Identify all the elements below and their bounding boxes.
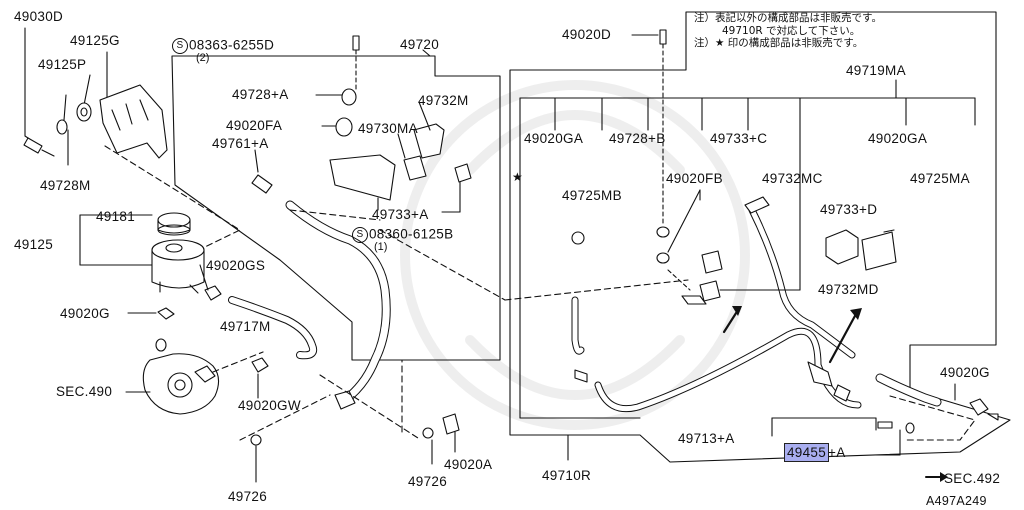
label-49125[interactable]: 49125	[14, 237, 54, 252]
label-49125G[interactable]: 49125G	[70, 33, 120, 48]
star-marker: ★	[512, 170, 524, 184]
label-49733C[interactable]: 49733+C	[710, 131, 768, 146]
high-pressure-hose-group	[171, 35, 506, 465]
label-49732MD[interactable]: 49732MD	[818, 282, 879, 297]
label-49725MB[interactable]: 49725MB	[562, 188, 622, 203]
note-block: 注）表記以外の構成部品は非販売です。 49710R で対応して下さい。 注）★ …	[694, 12, 974, 50]
label-49732MC[interactable]: 49732MC	[762, 171, 823, 186]
label-49030D[interactable]: 49030D	[14, 9, 64, 24]
label-08363-qty: (2)	[196, 52, 210, 64]
label-08360-text: 08360-6125B	[369, 226, 454, 242]
label-49725MA[interactable]: 49725MA	[910, 171, 970, 186]
label-49455A[interactable]: 49455+A	[783, 443, 846, 462]
note-line-2: 49710R で対応して下さい。	[722, 24, 861, 37]
label-08360-qty: (1)	[374, 241, 388, 253]
label-sec-490[interactable]: SEC.490	[56, 384, 113, 399]
label-49730MA[interactable]: 49730MA	[358, 121, 418, 136]
label-49733A[interactable]: 49733+A	[372, 207, 429, 222]
note-line-1: 注）表記以外の構成部品は非販売です。	[694, 12, 882, 24]
label-49726-left[interactable]: 49726	[228, 489, 268, 504]
reservoir-bracket-parts	[23, 27, 241, 259]
label-49020G-right[interactable]: 49020G	[940, 365, 990, 380]
label-49020GW[interactable]: 49020GW	[238, 398, 301, 413]
label-49728M[interactable]: 49728M	[40, 178, 91, 193]
label-49732M[interactable]: 49732M	[418, 93, 469, 108]
label-49020GA-left[interactable]: 49020GA	[524, 131, 584, 146]
note-line-3: 注）★ 印の構成部品は非販売です。	[694, 37, 864, 49]
label-49761A[interactable]: 49761+A	[212, 136, 269, 151]
label-49181[interactable]: 49181	[96, 209, 136, 224]
s-symbol-icon: S	[352, 227, 368, 243]
watermark	[400, 80, 750, 430]
label-49717M[interactable]: 49717M	[220, 319, 271, 334]
return-hose-group	[504, 11, 1011, 482]
s-symbol-icon: S	[172, 38, 188, 54]
label-sec-492[interactable]: SEC.492	[944, 471, 1001, 486]
pump-area	[125, 264, 331, 483]
label-49125P[interactable]: 49125P	[38, 57, 87, 72]
label-49020A[interactable]: 49020A	[444, 457, 493, 472]
label-49455-suffix: +A	[828, 445, 846, 460]
label-49020FB[interactable]: 49020FB	[666, 171, 723, 186]
figure-code: A497A249	[926, 494, 987, 508]
label-49719MA[interactable]: 49719MA	[846, 63, 906, 78]
label-49020D[interactable]: 49020D	[562, 27, 612, 42]
reservoir-tank	[79, 212, 205, 294]
label-49020FA[interactable]: 49020FA	[226, 118, 283, 133]
highlighted-part-49455[interactable]: 49455	[783, 443, 830, 462]
label-49726-mid[interactable]: 49726	[408, 474, 448, 489]
label-49728B[interactable]: 49728+B	[609, 131, 666, 146]
label-49020GA-right[interactable]: 49020GA	[868, 131, 928, 146]
label-49020G-left[interactable]: 49020G	[60, 306, 110, 321]
label-49733D[interactable]: 49733+D	[820, 202, 878, 217]
label-08363-text: 08363-6255D	[189, 37, 275, 53]
label-49728A[interactable]: 49728+A	[232, 87, 289, 102]
label-49020GS[interactable]: 49020GS	[206, 258, 266, 273]
label-49710R[interactable]: 49710R	[542, 468, 592, 483]
label-49720[interactable]: 49720	[400, 37, 440, 52]
label-49713A[interactable]: 49713+A	[678, 431, 735, 446]
